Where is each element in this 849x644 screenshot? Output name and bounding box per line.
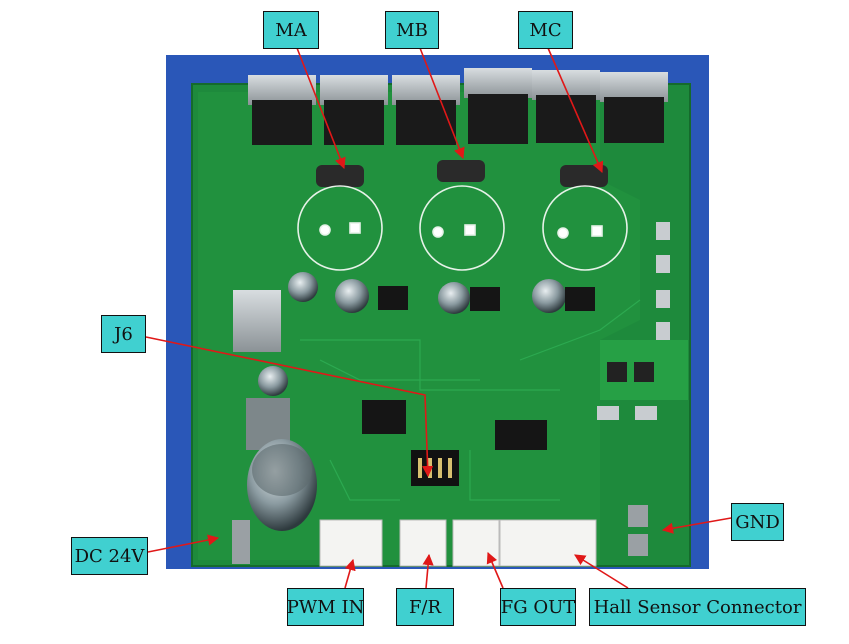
label-gnd: GND: [731, 503, 784, 541]
regulator-tab: [233, 290, 281, 352]
pointer-fr: [422, 553, 434, 589]
label-mc: MC: [518, 11, 573, 49]
label-j6: J6: [101, 315, 146, 353]
mosfet-3: [392, 75, 460, 145]
test-pad-grid: [597, 222, 670, 420]
fg-out-connector: [452, 519, 500, 567]
motor-pad-mb: [437, 160, 485, 182]
small-capacitors: [258, 272, 566, 396]
pointer-mb: [419, 47, 465, 160]
pointer-pwm: [344, 558, 356, 589]
fr-connector: [399, 519, 447, 567]
motor-pad-ma: [316, 165, 364, 187]
label-mb: MB: [385, 11, 439, 49]
pointer-dc24v: [147, 534, 220, 553]
mosfet-5: [532, 70, 600, 143]
label-dc-24v: DC 24V: [71, 537, 148, 575]
pointer-j6: [145, 336, 434, 478]
label-pwm-in: PWM IN: [287, 588, 364, 626]
label-fr: F/R: [396, 588, 454, 626]
pwm-in-connector: [319, 519, 383, 567]
pointer-ma: [296, 47, 346, 170]
pointer-mc: [547, 47, 604, 174]
driver-ics: [362, 286, 595, 450]
pointer-hall: [574, 554, 629, 589]
mosfet-6: [600, 72, 668, 143]
mosfet-row: [248, 68, 668, 145]
pointer-lines: [145, 47, 732, 589]
pointer-gnd: [661, 517, 732, 534]
mosfet-4: [464, 68, 532, 144]
pcb-traces: [300, 299, 641, 501]
silkscreen-circles: [297, 185, 628, 271]
label-fg-out: FG OUT: [500, 588, 576, 626]
label-ma: MA: [263, 11, 319, 49]
mosfet-1: [248, 75, 316, 145]
bottom-connectors: [319, 519, 597, 567]
power-terminals: [232, 505, 648, 564]
pointer-fg: [486, 551, 504, 589]
label-hall-sensor-connector: Hall Sensor Connector: [589, 588, 806, 626]
mosfet-2: [320, 75, 388, 145]
